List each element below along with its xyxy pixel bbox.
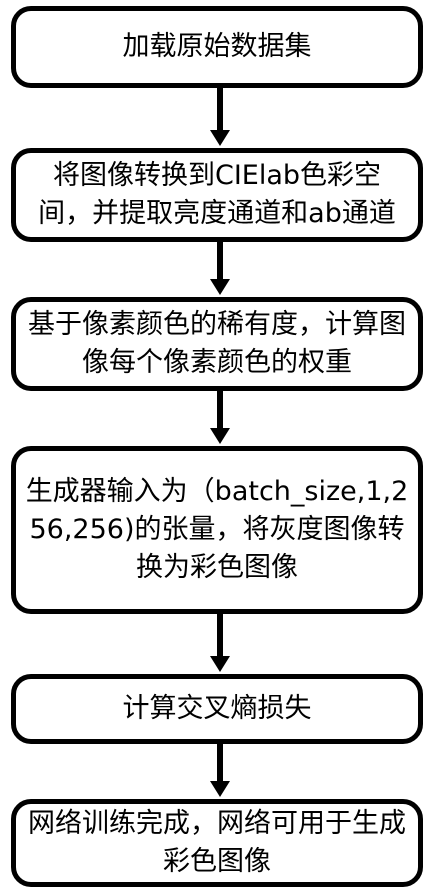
step-training-complete-label: 网络训练完成，网络可用于生成彩色图像 [28, 808, 406, 877]
step-generator-input-label: 生成器输入为（batch_size,1,256,256)的张量，将灰度图像转换为… [25, 476, 409, 583]
arrow-4-to-5 [210, 614, 230, 672]
arrow-5-to-6 [210, 744, 230, 797]
step-training-complete: 网络训练完成，网络可用于生成彩色图像 [11, 799, 423, 887]
step-convert-cielab: 将图像转换到CIElab色彩空间，并提取亮度通道和ab通道 [11, 148, 423, 242]
step-load-dataset-label: 加载原始数据集 [122, 31, 312, 63]
step-convert-cielab-label: 将图像转换到CIElab色彩空间，并提取亮度通道和ab通道 [38, 160, 396, 229]
step-compute-weights: 基于像素颜色的稀有度，计算图像每个像素颜色的权重 [11, 297, 423, 391]
step-generator-input: 生成器输入为（batch_size,1,256,256)的张量，将灰度图像转换为… [11, 446, 423, 614]
step-cross-entropy-loss: 计算交叉熵损失 [11, 674, 423, 744]
step-compute-weights-label: 基于像素颜色的稀有度，计算图像每个像素颜色的权重 [28, 309, 406, 378]
step-load-dataset: 加载原始数据集 [11, 6, 423, 88]
arrow-3-to-4 [210, 391, 230, 444]
arrow-2-to-3 [210, 242, 230, 295]
step-cross-entropy-loss-label: 计算交叉熵损失 [122, 693, 312, 725]
arrow-1-to-2 [210, 88, 230, 146]
